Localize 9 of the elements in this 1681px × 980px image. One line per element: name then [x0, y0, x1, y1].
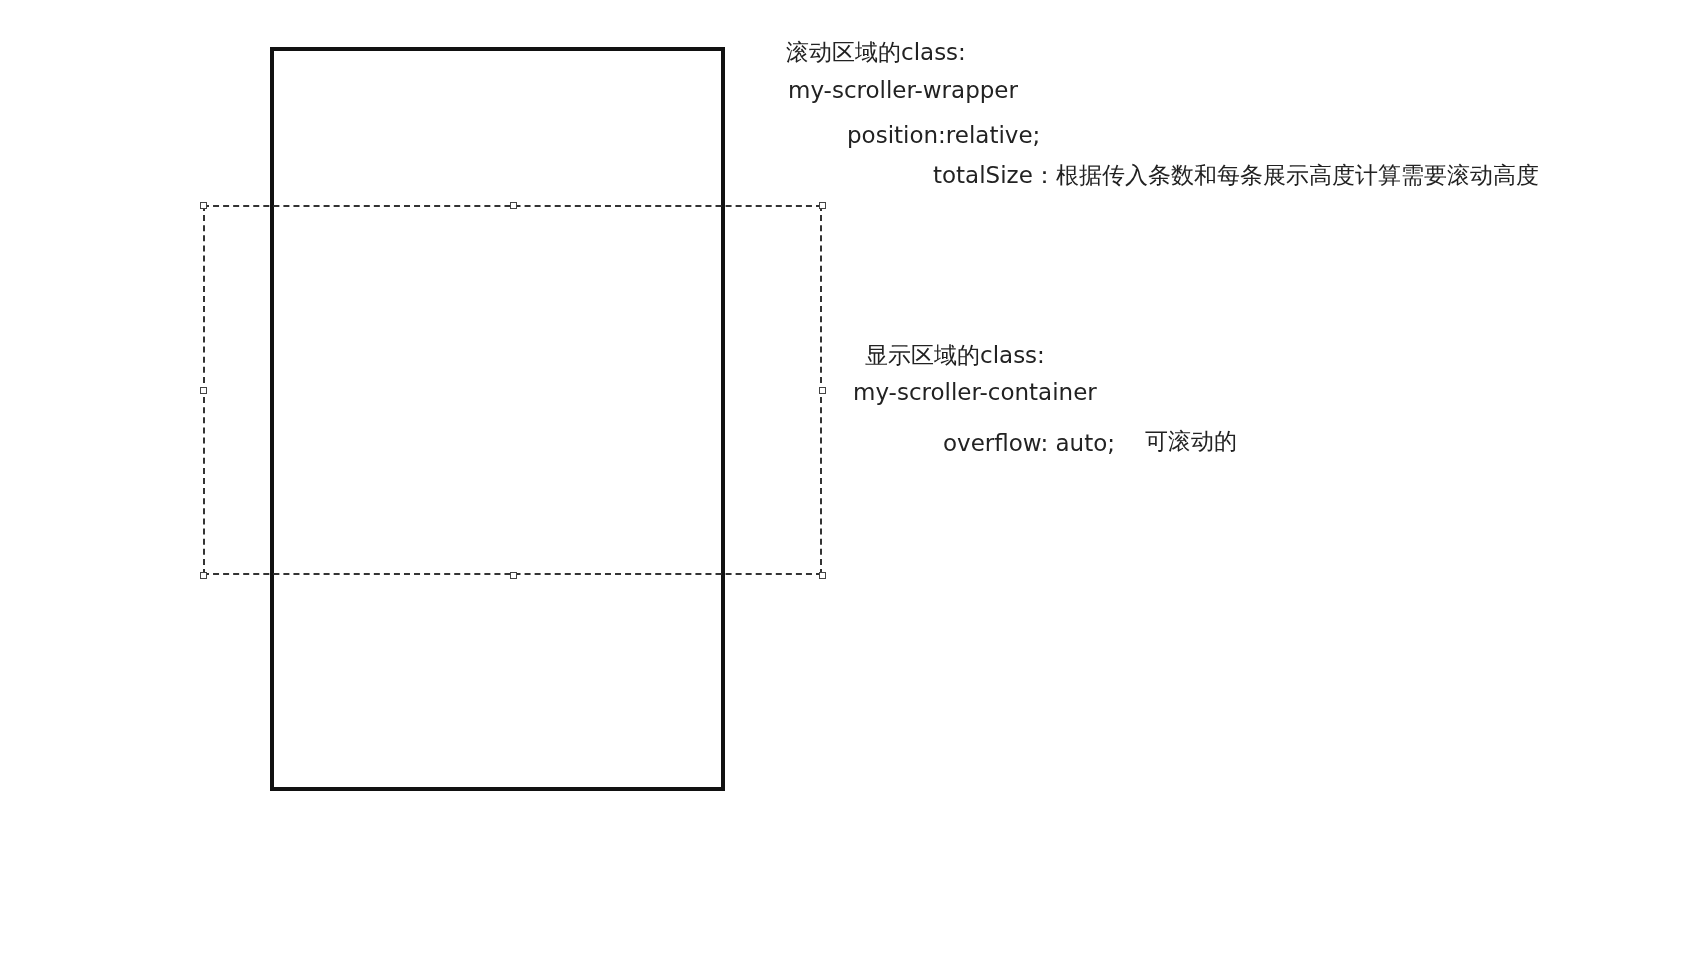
scroll-content-box	[270, 47, 725, 791]
css-rule: position:relative;	[847, 121, 1041, 149]
class-label: 滚动区域的class:	[786, 38, 966, 66]
css-rule: overflow: auto;	[943, 429, 1115, 457]
class-name: my-scroller-wrapper	[788, 76, 1018, 104]
css-note: 可滚动的	[1145, 427, 1237, 455]
class-name: my-scroller-container	[853, 378, 1097, 406]
class-label: 显示区域的class:	[865, 341, 1045, 369]
css-note: totalSize：根据传入条数和每条展示高度计算需要滚动高度	[933, 161, 1539, 189]
